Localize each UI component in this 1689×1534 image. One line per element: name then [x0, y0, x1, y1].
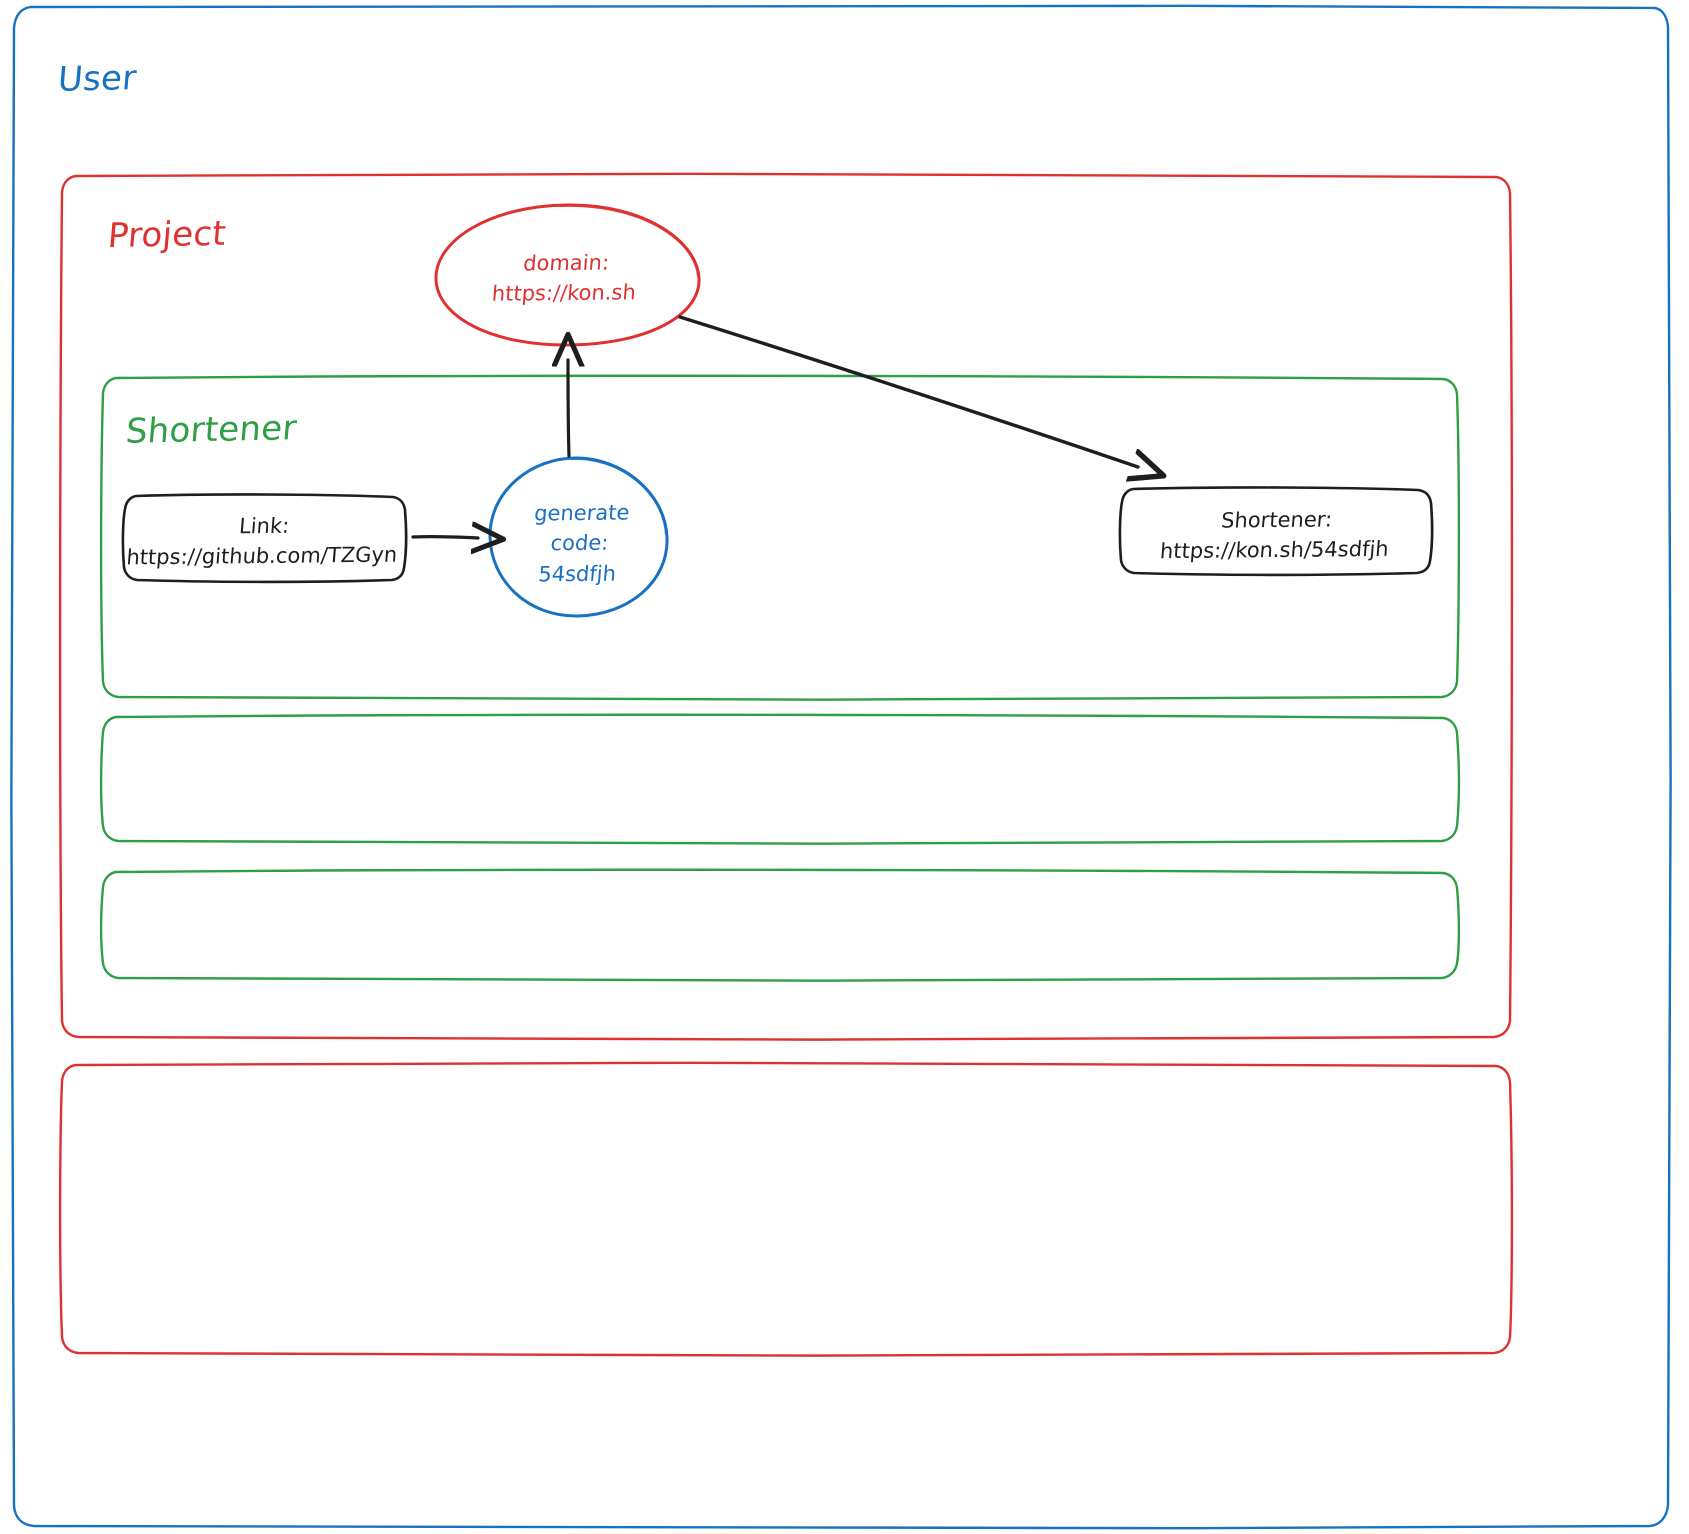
node-label-link: Link: https://github.com/TZGyn	[120, 510, 407, 574]
container-label-user: User	[56, 58, 139, 100]
node-link-box[interactable]	[121, 493, 408, 584]
arrow-generate-to-domain	[568, 360, 569, 458]
node-label-domain: domain: https://kon.sh	[433, 247, 698, 311]
node-label-domain-line1: domain:	[522, 250, 611, 276]
node-label-generate: generate code: 54sdfjh	[493, 497, 665, 590]
node-generate-circle[interactable]	[488, 456, 669, 618]
container-shortener[interactable]	[99, 374, 1461, 701]
container-empty-group-2[interactable]	[99, 868, 1461, 982]
node-label-generate-line1: generate	[533, 500, 631, 526]
node-label-domain-line2: https://kon.sh	[490, 280, 637, 307]
node-label-result-line1: Shortener:	[1220, 507, 1334, 533]
container-project[interactable]	[58, 172, 1514, 1041]
container-label-shortener: Shortener	[124, 408, 299, 452]
container-empty-project-2[interactable]	[58, 1061, 1514, 1357]
node-label-result-line2: https://kon.sh/54sdfjh	[1159, 537, 1390, 564]
arrow-domain-to-result	[678, 315, 1138, 467]
node-result-box[interactable]	[1118, 486, 1434, 577]
node-label-link-line2: https://github.com/TZGyn	[125, 543, 399, 570]
arrow-link-to-generate	[411, 537, 478, 538]
container-empty-group-1[interactable]	[99, 713, 1461, 845]
node-label-link-line1: Link:	[238, 513, 291, 539]
container-user[interactable]	[10, 3, 1672, 1530]
container-label-project: Project	[106, 213, 228, 257]
node-label-result: Shortener: https://kon.sh/54sdfjh	[1116, 503, 1436, 567]
node-label-generate-line2: code:	[549, 531, 610, 556]
node-label-generate-line3: 54sdfjh	[537, 561, 617, 587]
